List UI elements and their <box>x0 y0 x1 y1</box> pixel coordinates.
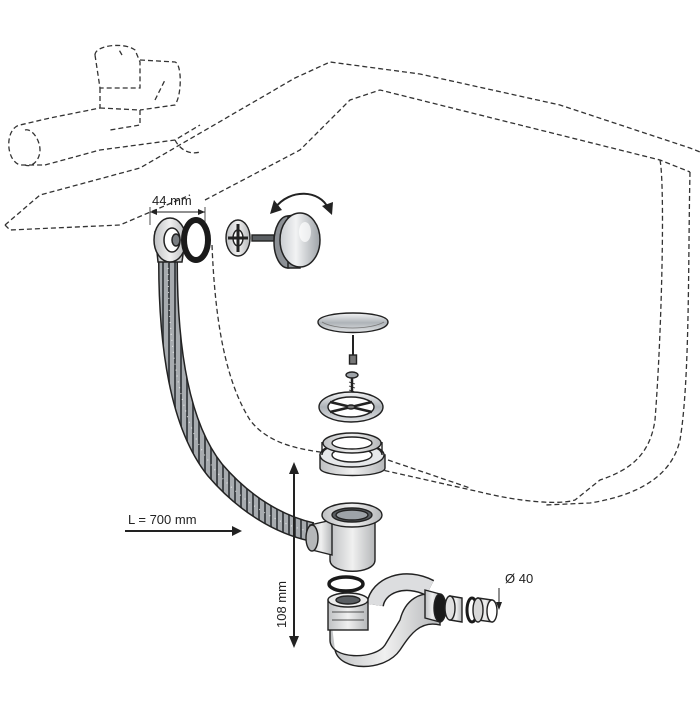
overflow-gasket <box>181 217 211 263</box>
rotate-arrow-icon <box>270 192 333 215</box>
overflow-width-dimension: 44 mm <box>149 193 206 225</box>
overflow-cap <box>273 212 321 269</box>
overflow-width-label: 44 mm <box>152 193 192 208</box>
bottle-trap <box>327 573 441 668</box>
height-dimension: 108 mm <box>274 462 299 648</box>
height-label: 108 mm <box>274 581 289 628</box>
hose-length-dimension: L = 700 mm <box>125 512 242 536</box>
waste-flange <box>319 432 386 477</box>
popup-plug <box>317 312 389 365</box>
waste-grid <box>318 391 384 423</box>
outlet-diameter-label: Ø 40 <box>505 571 533 586</box>
outlet-diameter-dimension: Ø 40 <box>496 571 533 610</box>
overflow-hose <box>158 261 315 542</box>
hose-length-label: L = 700 mm <box>128 512 197 527</box>
overflow-body <box>153 217 187 263</box>
mixer-tap-outline <box>8 44 201 167</box>
sealing-ring <box>327 575 365 593</box>
trap-outlet-fittings <box>433 593 498 624</box>
overflow-rosette <box>225 219 275 257</box>
waste-body <box>305 502 383 572</box>
